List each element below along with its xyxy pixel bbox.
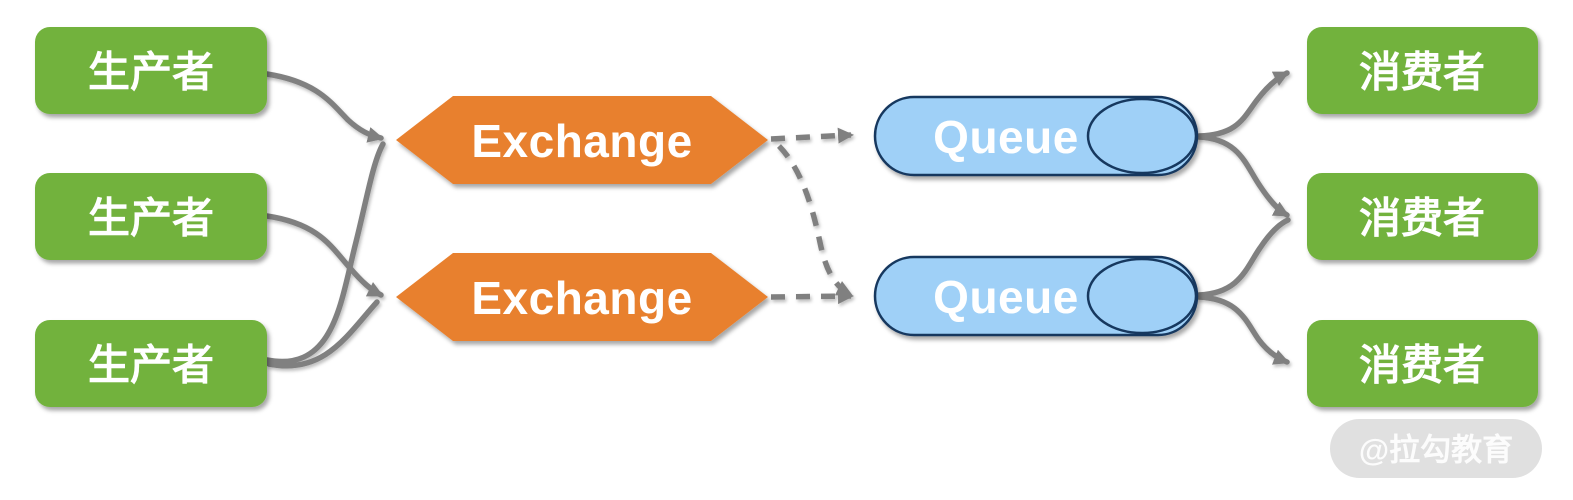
connector-producer3-exchange1 — [264, 141, 386, 365]
watermark-pill — [1330, 419, 1542, 478]
consumer-box — [1307, 27, 1538, 114]
producer-node-3: 生产者 — [35, 320, 267, 407]
binding-exchange1-queue1 — [770, 127, 854, 144]
producer-box — [35, 27, 267, 114]
consumer-label: 消费者 — [1359, 342, 1485, 389]
queue-endcap-ellipse — [1086, 97, 1198, 175]
binding-exchange2-queue2 — [770, 288, 854, 305]
watermark-badge: @拉勾教育 — [1330, 419, 1542, 478]
consumer-label: 消费者 — [1359, 195, 1485, 242]
connector-queue1-consumer1 — [1196, 70, 1290, 139]
exchange-node-2: Exchange — [396, 253, 768, 341]
producer-node-2: 生产者 — [35, 173, 267, 260]
connector-queue1-consumer2 — [1196, 134, 1290, 218]
consumer-node-2: 消费者 — [1307, 173, 1538, 260]
queue-label: Queue — [933, 271, 1079, 323]
queue-node-2: Queue — [873, 255, 1199, 337]
connector-queue2-consumer3 — [1196, 294, 1290, 365]
exchange-label: Exchange — [471, 115, 692, 167]
queue-endcap-ellipse — [1086, 257, 1198, 335]
connector-producer1-exchange1 — [264, 71, 384, 143]
connector-layer — [264, 70, 1291, 369]
exchange-label: Exchange — [471, 272, 692, 324]
producer-node-1: 生产者 — [35, 27, 267, 114]
watermark-text: @拉勾教育 — [1359, 433, 1513, 468]
connector-producer2-exchange2 — [264, 213, 384, 298]
producer-label: 生产者 — [88, 49, 214, 96]
consumer-box — [1307, 173, 1538, 260]
producer-box — [35, 320, 267, 407]
producer-label: 生产者 — [88, 195, 214, 242]
queue-label: Queue — [933, 111, 1079, 163]
queue-node-1: Queue — [873, 95, 1199, 177]
producer-box — [35, 173, 267, 260]
connector-queue2-consumer2 — [1196, 217, 1291, 298]
exchange-hexagon — [396, 96, 768, 184]
producer-label: 生产者 — [88, 342, 214, 389]
exchange-node-1: Exchange — [396, 96, 768, 184]
exchange-hexagon — [396, 253, 768, 341]
connector-producer3-exchange2 — [266, 299, 380, 369]
consumer-node-1: 消费者 — [1307, 27, 1538, 114]
consumer-node-3: 消费者 — [1307, 320, 1538, 407]
binding-exchange1-queue2 — [776, 144, 853, 297]
consumer-box — [1307, 320, 1538, 407]
consumer-label: 消费者 — [1359, 49, 1485, 96]
